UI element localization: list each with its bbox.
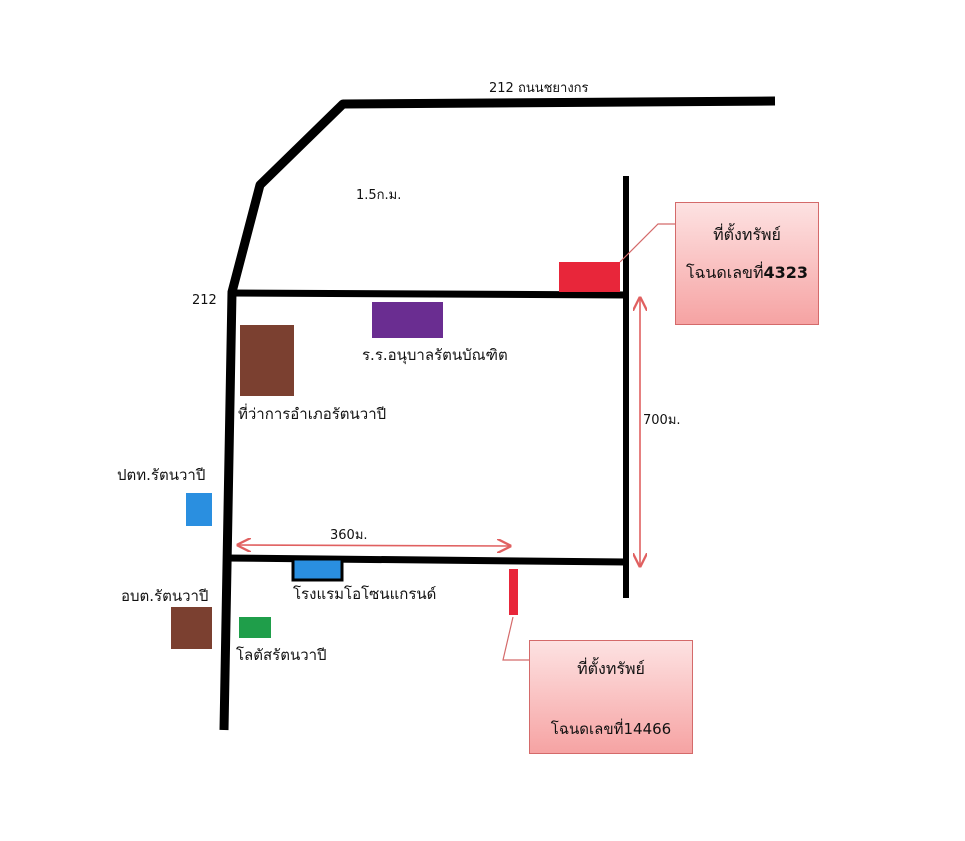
callout-4323-leader xyxy=(619,223,676,263)
highway-label: 212 ถนนชยางกร xyxy=(489,81,589,96)
property-14466-deed: โฉนดเลขที่14466 xyxy=(530,717,692,741)
junction-label: 212 xyxy=(192,293,217,308)
lotus-label: โลตัสรัตนวาปี xyxy=(236,646,327,664)
property-4323-marker xyxy=(559,262,620,292)
vertical-distance-label: 700ม. xyxy=(643,413,681,428)
property-14466-deed-number: 14466 xyxy=(623,720,672,738)
hotel-label: โรงแรมโอโซนแกรนด์ xyxy=(293,585,437,603)
upper-distance-label: 1.5ก.ม. xyxy=(356,188,402,203)
property-4323-title: ที่ตั้งทรัพย์ xyxy=(713,225,781,244)
hotel-marker xyxy=(291,557,344,582)
lotus-marker xyxy=(239,617,271,638)
school-marker xyxy=(372,302,443,338)
school-label: ร.ร.อนุบาลรัตนบัณฑิต xyxy=(362,346,508,364)
property-4323-deed-number: 4323 xyxy=(763,263,809,282)
property-4323-deed-prefix: โฉนดเลขที่ xyxy=(685,263,764,282)
property-14466-deed-prefix: โฉนดเลขที่ xyxy=(550,720,624,738)
highway-212-road xyxy=(219,96,776,731)
post-office-label: ปตท.รัตนวาปี xyxy=(117,466,206,484)
sao-marker xyxy=(171,607,212,649)
property-4323-deed: โฉนดเลขที่4323 xyxy=(676,261,818,286)
property-4323-callout: ที่ตั้งทรัพย์ โฉนดเลขที่4323 xyxy=(675,202,819,325)
post-office-marker xyxy=(186,493,212,526)
horizontal-distance-arrow xyxy=(238,545,510,546)
property-14466-callout: ที่ตั้งทรัพย์ โฉนดเลขที่14466 xyxy=(529,640,693,754)
district-office-label: ที่ว่าการอำเภอรัตนวาปี xyxy=(238,405,387,423)
property-14466-title: ที่ตั้งทรัพย์ xyxy=(577,659,645,678)
lower-distance-label: 360ม. xyxy=(330,528,368,543)
lower-road xyxy=(223,554,627,566)
sao-label: อบต.รัตนวาปี xyxy=(121,587,209,605)
property-14466-marker xyxy=(509,569,518,615)
district-office-marker xyxy=(240,325,294,396)
callout-14466-leader xyxy=(502,616,529,661)
upper-road xyxy=(227,289,629,299)
